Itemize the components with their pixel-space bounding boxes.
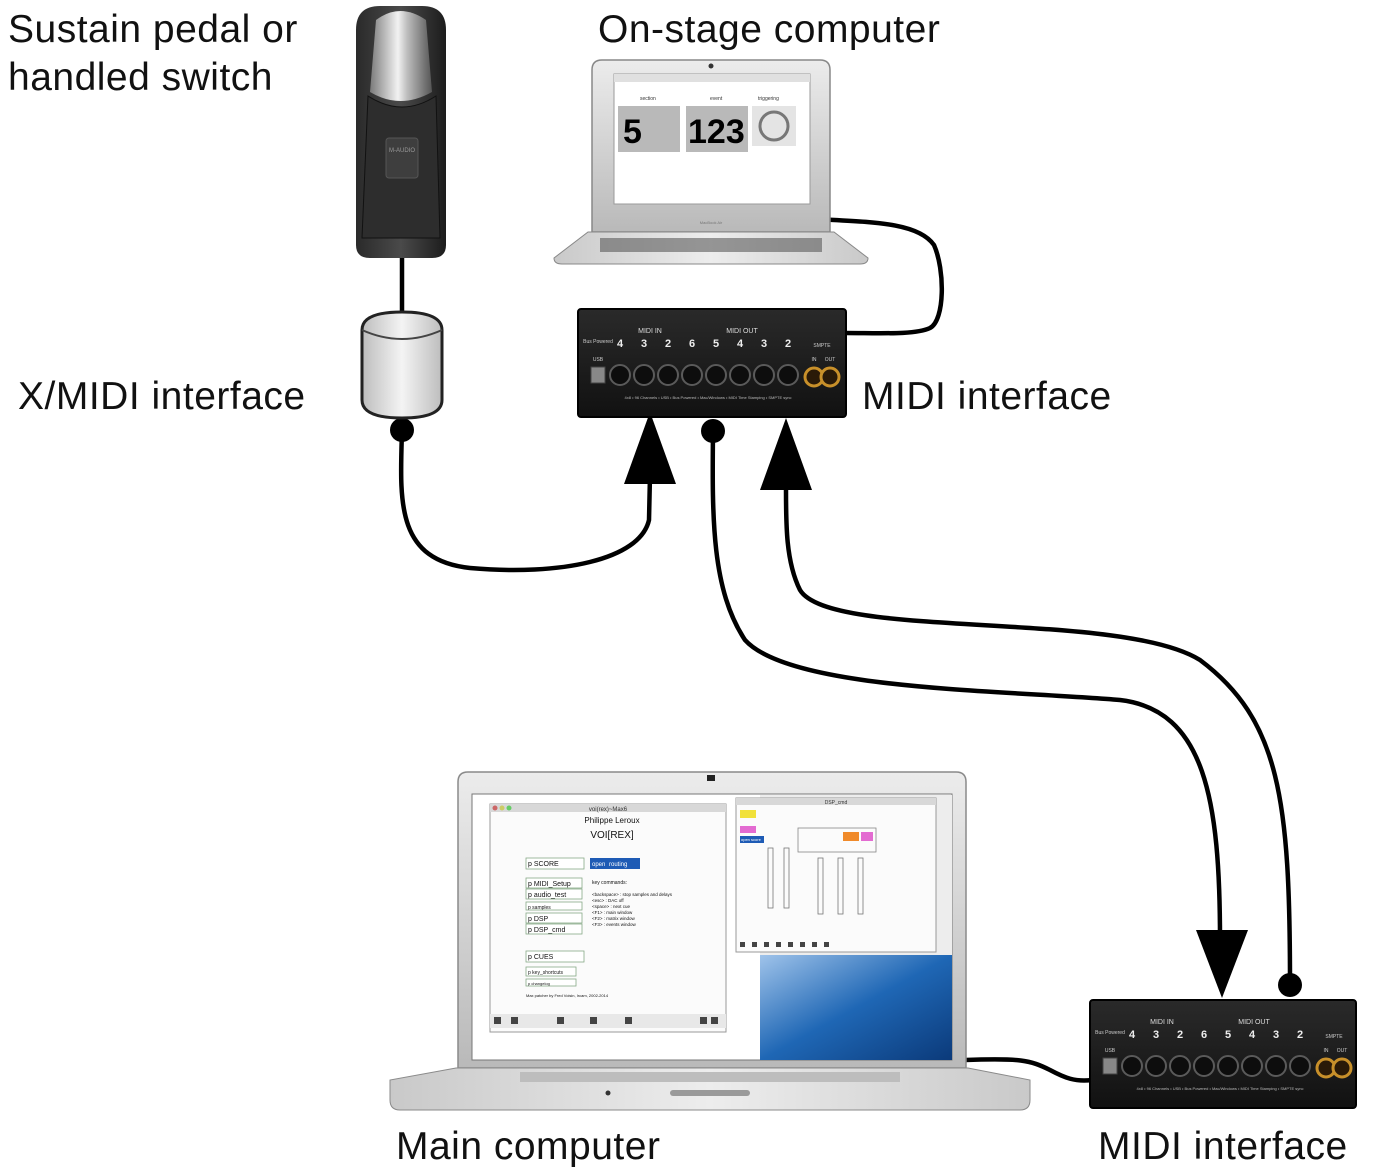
dot-midi-top (701, 419, 725, 443)
midi-in-num: 2 (1177, 1029, 1183, 1041)
midi-out-label: MIDI OUT (726, 328, 758, 335)
box-samples[interactable]: p samples (528, 905, 551, 911)
patcher-author: Philippe Leroux (584, 816, 639, 825)
xmidi-interface-device (360, 310, 444, 420)
midi-out-num: 3 (1273, 1029, 1279, 1041)
midi-out-num: 2 (785, 338, 791, 350)
key-command: <F1> : main window (592, 910, 633, 915)
smpte-label: SMPTE (813, 343, 831, 349)
box-audio-test[interactable]: p audio_test (528, 892, 566, 899)
cables (398, 216, 1293, 1083)
midi-in-num: 3 (1153, 1029, 1159, 1041)
label-main-computer: Main computer (396, 1125, 661, 1168)
bus-powered-label: Bus Powered (1095, 1030, 1125, 1036)
onstage-laptop: section event triggering 5 123 MacBook A… (553, 59, 869, 265)
label-midi-interface-top: MIDI interface (862, 375, 1112, 418)
box-dsp[interactable]: p DSP (528, 916, 549, 923)
trigger-indicator (758, 110, 790, 142)
midi-in-label: MIDI IN (638, 328, 662, 335)
arrow-up-left (624, 412, 676, 484)
usb-label: USB (593, 357, 604, 363)
event-label: event (710, 96, 723, 102)
key-command: <space> : next cue (592, 904, 631, 909)
midi-out-num: 5 (1225, 1029, 1231, 1041)
midi-box-footer: 4x8 • 96 Channels • USB • Bus Powered • … (625, 395, 792, 400)
key-commands-label: key commands: (592, 880, 627, 886)
key-command: <backspace> : stop samples and delays (592, 892, 673, 897)
arrow-down-bottom (1196, 930, 1248, 998)
midi-in-label: MIDI IN (1150, 1019, 1174, 1026)
box-open[interactable]: open (592, 862, 605, 868)
smpte-label: SMPTE (1325, 1034, 1343, 1040)
midi-in-num: 4 (1129, 1029, 1136, 1041)
midi-interface-bottom: MIDI IN MIDI OUT Bus Powered USB SMPTE I… (1089, 999, 1357, 1109)
smpte-out-label: OUT (825, 357, 836, 363)
label-onstage-computer: On-stage computer (598, 8, 941, 51)
usb-label: USB (1105, 1048, 1116, 1054)
midi-in-num: 2 (665, 338, 671, 350)
midi-out-label: MIDI OUT (1238, 1019, 1270, 1026)
box-key-shortcuts[interactable]: p key_shortcuts (528, 970, 564, 976)
box-dsp-cmd[interactable]: p DSP_cmd (528, 927, 565, 934)
smpte-in-label: IN (812, 357, 817, 363)
midi-out-num: 3 (761, 338, 767, 350)
box-routing[interactable]: routing (609, 862, 627, 868)
smpte-out-label: OUT (1337, 1048, 1348, 1054)
patcher-window-title: voi(rex)~Max6 (589, 807, 628, 813)
cable-bottom-out-to-midi-in (783, 477, 1293, 988)
cable-midi-out-to-bottom (710, 429, 1223, 943)
patcher-credit: Max patcher by Fred Voisin, Ircam, 2002-… (526, 993, 609, 998)
sustain-pedal: M-AUDIO (356, 6, 446, 258)
box-cues[interactable]: p CUES (528, 954, 554, 961)
label-pedal-line2: handled switch (8, 56, 273, 99)
key-command: <esc> : DAC off (592, 898, 624, 903)
bus-powered-label: Bus Powered (583, 339, 613, 345)
main-laptop: voi(rex)~Max6 Philippe Leroux VOI[REX] p… (389, 771, 1031, 1111)
midi-out-num: 6 (689, 338, 695, 350)
event-value: 123 (688, 113, 745, 151)
dot-xmidi (390, 418, 414, 442)
triggering-label: triggering (758, 96, 779, 102)
midi-box-footer: 4x8 • 96 Channels • USB • Bus Powered • … (1137, 1086, 1304, 1091)
smpte-in-label: IN (1324, 1048, 1329, 1054)
key-command: <F2> : matrix window (592, 916, 636, 921)
midi-in-num: 3 (641, 338, 647, 350)
patcher-title: VOI[REX] (590, 830, 634, 841)
svg-text:M-AUDIO: M-AUDIO (389, 148, 415, 154)
box-midi-setup[interactable]: p MIDI_Setup (528, 881, 571, 888)
label-xmidi-interface: X/MIDI interface (18, 375, 306, 418)
midi-out-num: 6 (1201, 1029, 1207, 1041)
cable-xmidi-to-midi-in (398, 427, 653, 573)
dsp-window-title: DSP_cmd (825, 800, 848, 806)
label-midi-interface-bottom: MIDI interface (1098, 1125, 1348, 1168)
midi-interface-top: MIDI IN MIDI OUT Bus Powered USB SMPTE I… (577, 308, 847, 418)
box-changelog[interactable]: p changelog (528, 981, 550, 986)
arrow-up-right (760, 418, 812, 490)
label-pedal-line1: Sustain pedal or (8, 8, 298, 51)
section-value: 5 (623, 113, 642, 151)
midi-out-num: 5 (713, 338, 719, 350)
dsp-open-score[interactable]: open score (741, 837, 762, 842)
key-command: <F3> : events window (592, 922, 637, 927)
midi-in-num: 4 (617, 338, 624, 350)
midi-out-num: 4 (1249, 1029, 1256, 1041)
midi-out-num: 4 (737, 338, 744, 350)
midi-out-num: 2 (1297, 1029, 1303, 1041)
cable-onstage-to-midi (813, 216, 944, 336)
onstage-brand: MacBook Air (700, 220, 723, 225)
section-label: section (640, 96, 656, 102)
dot-midi-bottom (1278, 973, 1302, 997)
cable-main-to-midi (962, 1057, 1095, 1083)
box-score[interactable]: p SCORE (528, 861, 559, 868)
